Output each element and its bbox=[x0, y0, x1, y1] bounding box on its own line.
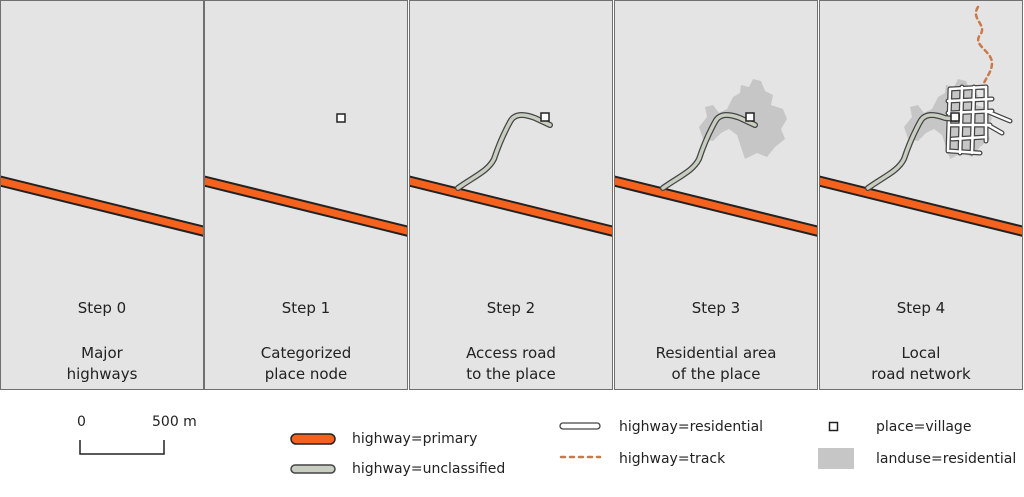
step-description: Major highways bbox=[1, 343, 203, 385]
primary-highway-fill bbox=[615, 177, 817, 235]
place-node bbox=[336, 113, 346, 123]
legend-primary-label: highway=primary bbox=[352, 431, 478, 447]
step-label: Step 4 bbox=[896, 299, 946, 317]
primary-highway-fill bbox=[1, 177, 203, 235]
legend-residential-symbol bbox=[559, 422, 601, 430]
legend-unclassified-label: highway=unclassified bbox=[352, 461, 506, 477]
desc-line-2: to the place bbox=[466, 365, 556, 383]
step-description: Categorized place node bbox=[205, 343, 407, 385]
scale-end-label: 500 m bbox=[152, 414, 197, 430]
desc-line-2: highways bbox=[66, 365, 138, 383]
desc-line-2: of the place bbox=[671, 365, 761, 383]
legend-track-symbol bbox=[559, 455, 602, 459]
primary-highway-fill bbox=[205, 177, 407, 235]
desc-line-1: Access road bbox=[466, 344, 556, 362]
legend-residential-label: highway=residential bbox=[619, 419, 764, 435]
map-step-4 bbox=[820, 5, 1022, 237]
legend-landuse-label: landuse=residential bbox=[876, 451, 1017, 467]
panel-step-1: Step 1 Categorized place node bbox=[204, 0, 408, 390]
step-description: Access road to the place bbox=[410, 343, 612, 385]
panel-step-2: Step 2 Access road to the place bbox=[409, 0, 613, 390]
primary-highway-fill bbox=[410, 177, 612, 235]
panel-step-4: Step 4 Local road network bbox=[819, 0, 1023, 390]
step-label: Step 2 bbox=[486, 299, 536, 317]
panel-step-3: Step 3 Residential area of the place bbox=[614, 0, 818, 390]
desc-line-1: Categorized bbox=[260, 344, 352, 362]
legend-village-label: place=village bbox=[876, 419, 972, 435]
map-step-3 bbox=[615, 79, 817, 237]
step-label: Step 0 bbox=[77, 299, 127, 317]
legend-unclassified-symbol bbox=[290, 464, 336, 474]
access-road-fill bbox=[456, 113, 552, 190]
place-node bbox=[745, 112, 755, 122]
primary-highway-fill bbox=[820, 177, 1022, 235]
access-road-fill bbox=[661, 113, 757, 190]
legend-landuse-symbol bbox=[818, 448, 854, 469]
scale-start-label: 0 bbox=[77, 414, 86, 430]
legend-village-symbol bbox=[828, 421, 839, 432]
legend-primary-symbol bbox=[290, 433, 336, 445]
desc-line-1: Major bbox=[81, 344, 123, 362]
desc-line-2: place node bbox=[264, 365, 348, 383]
panel-step-0: Step 0 Major highways bbox=[0, 0, 204, 390]
legend: 0 500 m highway=primary highway=unclassi… bbox=[0, 392, 1024, 497]
place-node bbox=[540, 112, 550, 122]
map-step-1 bbox=[205, 113, 407, 237]
diagram-panels: Step 0 Major highways Step 1 Categorized… bbox=[0, 0, 1023, 390]
track bbox=[974, 5, 994, 91]
access-road-fill bbox=[866, 113, 958, 190]
scale-bar bbox=[79, 440, 165, 455]
desc-line-2: road network bbox=[871, 365, 971, 383]
place-node bbox=[950, 112, 960, 122]
desc-line-1: Residential area bbox=[655, 344, 777, 362]
step-label: Step 3 bbox=[691, 299, 741, 317]
map-step-2 bbox=[410, 111, 612, 237]
step-label: Step 1 bbox=[281, 299, 331, 317]
step-description: Residential area of the place bbox=[615, 343, 817, 385]
desc-line-1: Local bbox=[901, 344, 941, 362]
map-step-0 bbox=[1, 175, 203, 237]
step-description: Local road network bbox=[820, 343, 1022, 385]
legend-track-label: highway=track bbox=[619, 451, 726, 467]
